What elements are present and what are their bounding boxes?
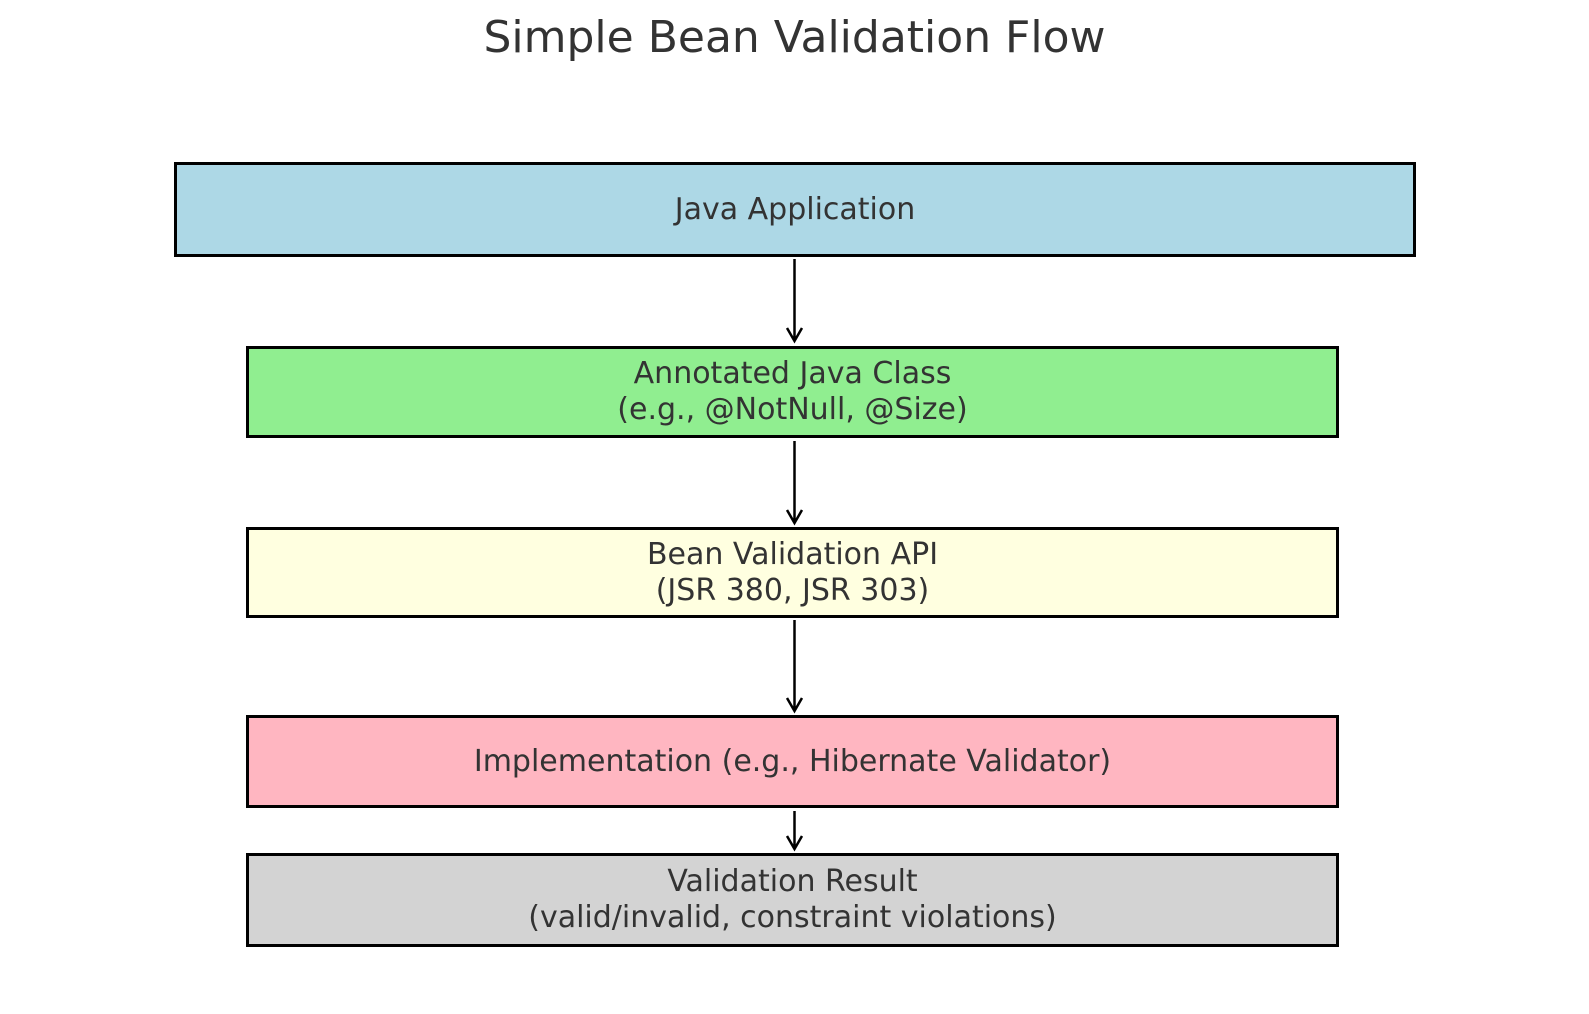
box-label: Java Application bbox=[674, 191, 916, 227]
flow-arrow-2 bbox=[785, 441, 804, 526]
flow-arrow-3 bbox=[785, 620, 804, 714]
flow-box-java-application: Java Application bbox=[174, 162, 1416, 257]
box-sublabel: (valid/invalid, constraint violations) bbox=[528, 900, 1057, 935]
flow-box-annotated-java-class: Annotated Java Class (e.g., @NotNull, @S… bbox=[246, 346, 1339, 438]
flow-box-validation-result: Validation Result (valid/invalid, constr… bbox=[246, 853, 1339, 947]
box-label: Validation Result bbox=[667, 864, 918, 899]
flow-box-implementation: Implementation (e.g., Hibernate Validato… bbox=[246, 715, 1339, 808]
box-sublabel: (JSR 380, JSR 303) bbox=[655, 572, 930, 608]
box-label: Bean Validation API bbox=[646, 536, 939, 572]
flow-arrow-4 bbox=[785, 811, 804, 852]
box-sublabel: (e.g., @NotNull, @Size) bbox=[617, 392, 968, 427]
box-label: Implementation (e.g., Hibernate Validato… bbox=[473, 743, 1112, 779]
flow-box-bean-validation-api: Bean Validation API (JSR 380, JSR 303) bbox=[246, 527, 1339, 618]
flow-arrow-1 bbox=[785, 259, 804, 344]
box-label: Annotated Java Class bbox=[633, 356, 952, 391]
diagram-title: Simple Bean Validation Flow bbox=[483, 12, 1106, 63]
